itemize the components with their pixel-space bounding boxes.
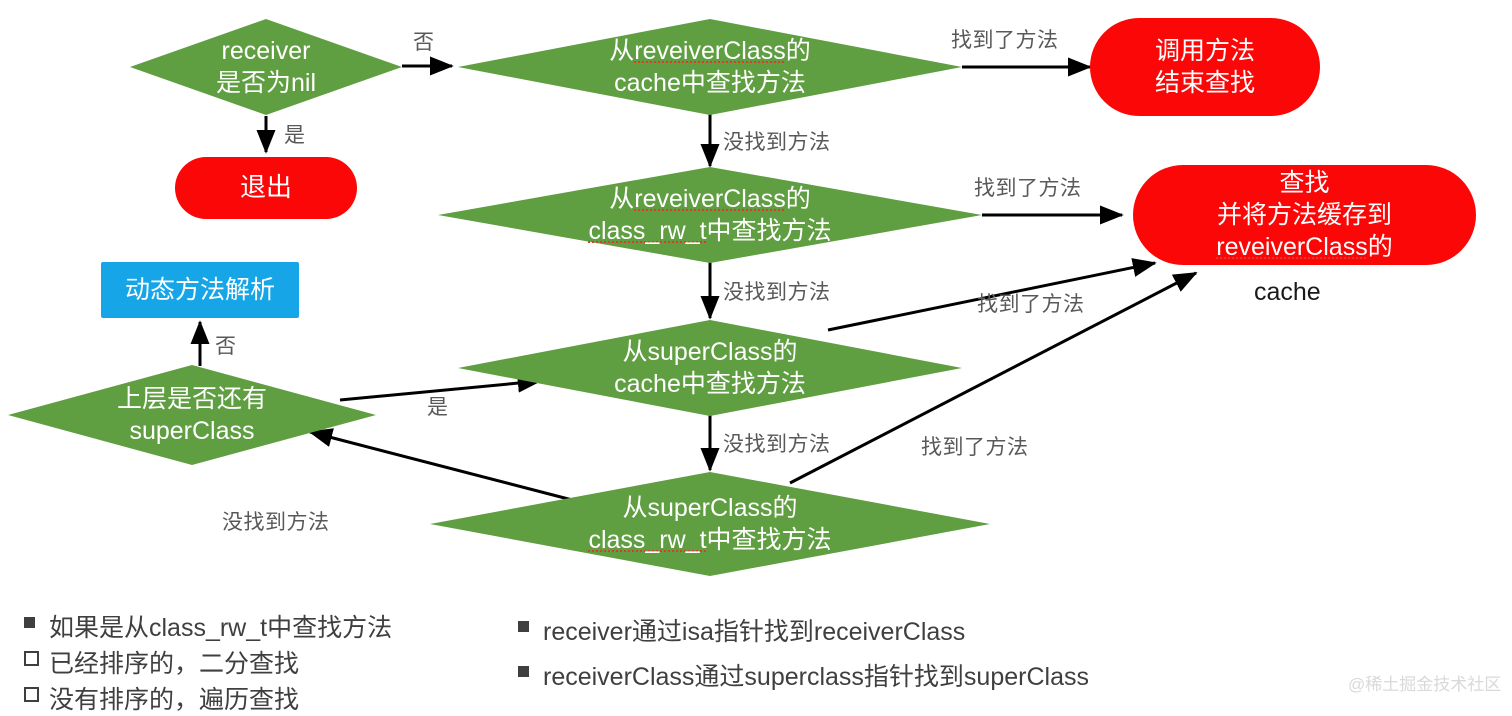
- node-line-1: 动态方法解析: [124, 276, 275, 304]
- node-line-1: 从superClass的: [622, 338, 798, 366]
- node-dynamic-resolve[interactable]: 动态方法解析: [101, 262, 299, 318]
- node-has-superclass[interactable]: 上层是否还有 superClass: [8, 365, 376, 465]
- list-item: receiver通过isa指针找到receiverClass: [518, 612, 1089, 648]
- edge-label-notfound-4: 没找到方法: [222, 511, 330, 534]
- list-item-label: receiver通过isa指针找到receiverClass: [543, 618, 966, 646]
- bullet-square-hollow-icon: [24, 687, 39, 702]
- node-line-3: reveiverClass的: [1216, 233, 1393, 261]
- edge-label-no-super: 否: [215, 335, 237, 358]
- list-item: 没有排序的，遍历查找: [24, 680, 392, 716]
- bullet-square-filled-icon: [24, 617, 35, 628]
- list-item: 已经排序的，二分查找: [24, 644, 392, 680]
- node-line-1: 从reveiverClass的: [609, 185, 811, 213]
- list-item-label: receiverClass通过superclass指针找到superClass: [543, 663, 1089, 691]
- node-super-rw-lookup[interactable]: 从superClass的 class_rw_t中查找方法: [430, 472, 990, 576]
- node-line-2: 是否为nil: [215, 69, 316, 97]
- node-receiver-nil[interactable]: receiver 是否为nil: [130, 19, 402, 115]
- node-line-2: cache中查找方法: [614, 69, 806, 97]
- notes-right: receiver通过isa指针找到receiverClass receiverC…: [518, 612, 1089, 693]
- node-call-method[interactable]: 调用方法 结束查找: [1090, 18, 1320, 116]
- watermark: @稀土掘金技术社区: [1348, 675, 1502, 694]
- node-cache-store[interactable]: 查找 并将方法缓存到 reveiverClass的: [1133, 165, 1476, 265]
- spellcheck-text: reveiverClass: [1216, 233, 1368, 261]
- node-text: 从superClass的 class_rw_t中查找方法: [430, 492, 990, 556]
- edge-label-notfound-1: 没找到方法: [723, 131, 831, 154]
- node-text: 从reveiverClass的 class_rw_t中查找方法: [438, 183, 982, 247]
- edge-label-yes-super: 是: [427, 396, 449, 419]
- node-line-1: 上层是否还有: [116, 385, 267, 413]
- spellcheck-text: class_rw_t: [588, 217, 707, 245]
- list-item-label: 没有排序的，遍历查找: [49, 686, 300, 714]
- edge-label-found-3: 找到了方法: [977, 293, 1085, 316]
- node-line-2: cache中查找方法: [614, 370, 806, 398]
- list-item: receiverClass通过superclass指针找到superClass: [518, 657, 1089, 693]
- edge-label-found-1: 找到了方法: [951, 29, 1059, 52]
- node-line-1: 查找: [1279, 169, 1330, 197]
- node-text: 从superClass的 cache中查找方法: [458, 336, 962, 400]
- node-line-2: superClass: [129, 417, 255, 445]
- node-line-2: 并将方法缓存到: [1216, 201, 1392, 229]
- spellcheck-text: reveiverClass: [634, 185, 786, 213]
- node-text: 上层是否还有 superClass: [8, 383, 376, 447]
- edge-label-yes-exit: 是: [284, 124, 306, 147]
- bullet-square-hollow-icon: [24, 651, 39, 666]
- notes-left: 如果是从class_rw_t中查找方法 已经排序的，二分查找 没有排序的，遍历查…: [24, 608, 392, 716]
- node-receiver-rw-lookup[interactable]: 从reveiverClass的 class_rw_t中查找方法: [438, 167, 982, 263]
- list-item-label: 已经排序的，二分查找: [49, 650, 300, 678]
- edge-label-found-2: 找到了方法: [974, 177, 1082, 200]
- node-exit[interactable]: 退出: [175, 157, 357, 219]
- list-item: 如果是从class_rw_t中查找方法: [24, 608, 392, 644]
- edge-label-found-4: 找到了方法: [921, 436, 1029, 459]
- node-line-2: 结束查找: [1154, 69, 1255, 97]
- spellcheck-text: class_rw_t: [588, 526, 707, 554]
- edge-label-notfound-2: 没找到方法: [723, 281, 831, 304]
- node-line-2: class_rw_t中查找方法: [588, 526, 832, 554]
- edge-label-no-top: 否: [413, 31, 435, 54]
- node-line-1: receiver: [221, 37, 311, 65]
- bullet-square-filled-icon: [518, 621, 529, 632]
- node-cache-store-overflow: cache: [1254, 278, 1321, 306]
- node-line-1: 退出: [239, 172, 292, 203]
- list-item-label: 如果是从class_rw_t中查找方法: [49, 614, 393, 642]
- bullet-square-filled-icon: [518, 666, 529, 677]
- node-line-1: 从reveiverClass的: [609, 37, 811, 65]
- node-super-cache-lookup[interactable]: 从superClass的 cache中查找方法: [458, 320, 962, 416]
- node-text: 从reveiverClass的 cache中查找方法: [458, 35, 962, 99]
- node-line-2: class_rw_t中查找方法: [588, 217, 832, 245]
- node-line-1: 调用方法: [1154, 37, 1255, 65]
- node-text: receiver 是否为nil: [130, 35, 402, 99]
- spellcheck-text: reveiverClass: [634, 37, 786, 65]
- node-line-1: 从superClass的: [622, 494, 798, 522]
- node-receiver-cache-lookup[interactable]: 从reveiverClass的 cache中查找方法: [458, 19, 962, 115]
- edge-label-notfound-3: 没找到方法: [723, 433, 831, 456]
